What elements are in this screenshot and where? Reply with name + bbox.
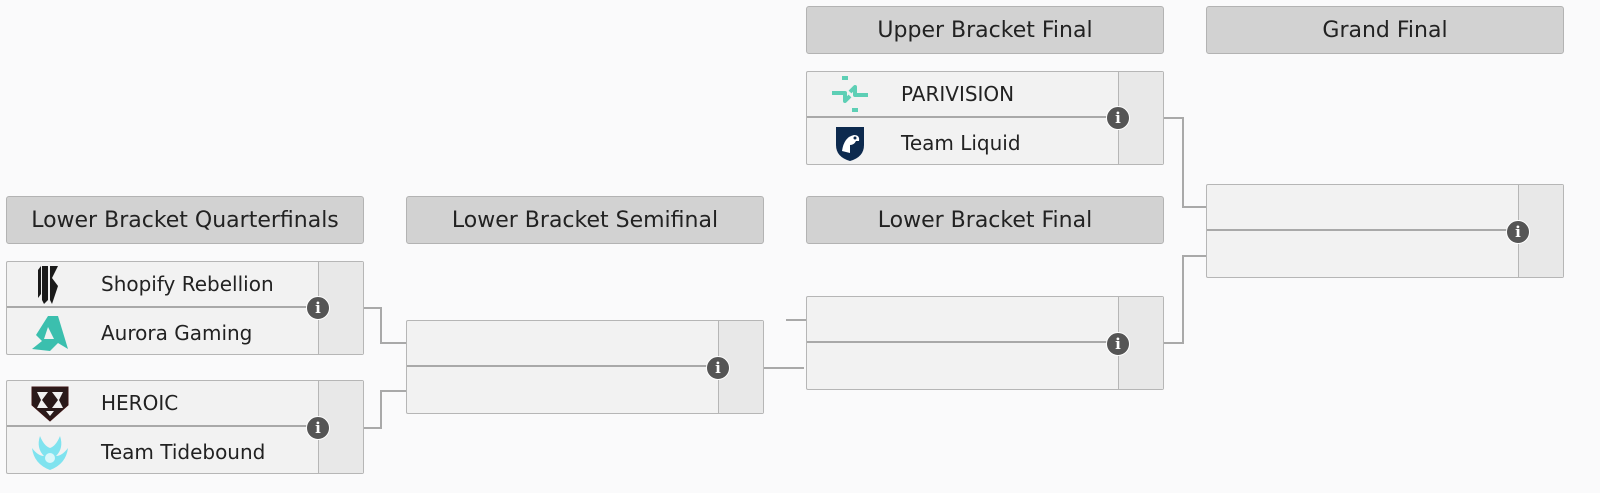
team-slot-tbd[interactable] — [407, 369, 719, 415]
team-slot-tbd[interactable] — [807, 297, 1119, 343]
team-slot-tbd[interactable] — [807, 345, 1119, 391]
match-lower-bracket-quarterfinal-2[interactable]: HEROIC Team Tidebound — [6, 380, 364, 474]
header-lower-bracket-final: Lower Bracket Final — [806, 196, 1164, 244]
match-grand-final[interactable] — [1206, 184, 1564, 278]
team-slot-parivision[interactable]: PARIVISION — [807, 72, 1119, 118]
header-lower-bracket-quarterfinals: Lower Bracket Quarterfinals — [6, 196, 364, 244]
connector — [380, 342, 406, 344]
match-info-icon[interactable]: i — [1106, 332, 1130, 356]
team-name: Shopify Rebellion — [101, 272, 274, 296]
team-name: Aurora Gaming — [101, 321, 253, 345]
team-slot-team-tidebound[interactable]: Team Tidebound — [7, 429, 319, 475]
connector — [380, 307, 382, 344]
team-slot-team-liquid[interactable]: Team Liquid — [807, 120, 1119, 166]
connector — [1182, 206, 1206, 208]
connector — [1164, 117, 1184, 119]
team-slot-tbd[interactable] — [407, 321, 719, 367]
team-slot-aurora-gaming[interactable]: Aurora Gaming — [7, 310, 319, 356]
shopify-rebellion-logo-icon — [27, 264, 73, 304]
team-tidebound-logo-icon — [27, 432, 73, 472]
team-slot-tbd[interactable] — [1207, 233, 1519, 279]
connector — [364, 427, 382, 429]
header-upper-bracket-final: Upper Bracket Final — [806, 6, 1164, 54]
header-grand-final: Grand Final — [1206, 6, 1564, 54]
header-lower-bracket-semifinal: Lower Bracket Semifinal — [406, 196, 764, 244]
team-slot-heroic[interactable]: HEROIC — [7, 381, 319, 427]
connector — [1182, 117, 1184, 208]
match-info-icon[interactable]: i — [306, 296, 330, 320]
match-info-icon[interactable]: i — [706, 356, 730, 380]
team-name: HEROIC — [101, 391, 179, 415]
match-lower-bracket-final[interactable] — [806, 296, 1164, 390]
match-lower-bracket-quarterfinal-1[interactable]: Shopify Rebellion Aurora Gaming — [6, 261, 364, 355]
team-liquid-logo-icon — [827, 123, 873, 163]
team-name: Team Liquid — [901, 131, 1021, 155]
connector — [1164, 342, 1184, 344]
connector — [786, 319, 806, 321]
match-info-icon[interactable]: i — [1506, 220, 1530, 244]
connector — [764, 367, 804, 369]
team-name: Team Tidebound — [101, 440, 266, 464]
connector — [380, 390, 406, 392]
team-name: PARIVISION — [901, 82, 1015, 106]
connector — [380, 390, 382, 429]
connector — [364, 307, 382, 309]
parivision-logo-icon — [827, 74, 873, 114]
team-slot-tbd[interactable] — [1207, 185, 1519, 231]
match-info-icon[interactable]: i — [306, 416, 330, 440]
team-slot-shopify-rebellion[interactable]: Shopify Rebellion — [7, 262, 319, 308]
connector — [1182, 255, 1184, 344]
match-info-icon[interactable]: i — [1106, 106, 1130, 130]
aurora-gaming-logo-icon — [27, 313, 73, 353]
connector — [1182, 255, 1206, 257]
heroic-logo-icon — [27, 383, 73, 423]
